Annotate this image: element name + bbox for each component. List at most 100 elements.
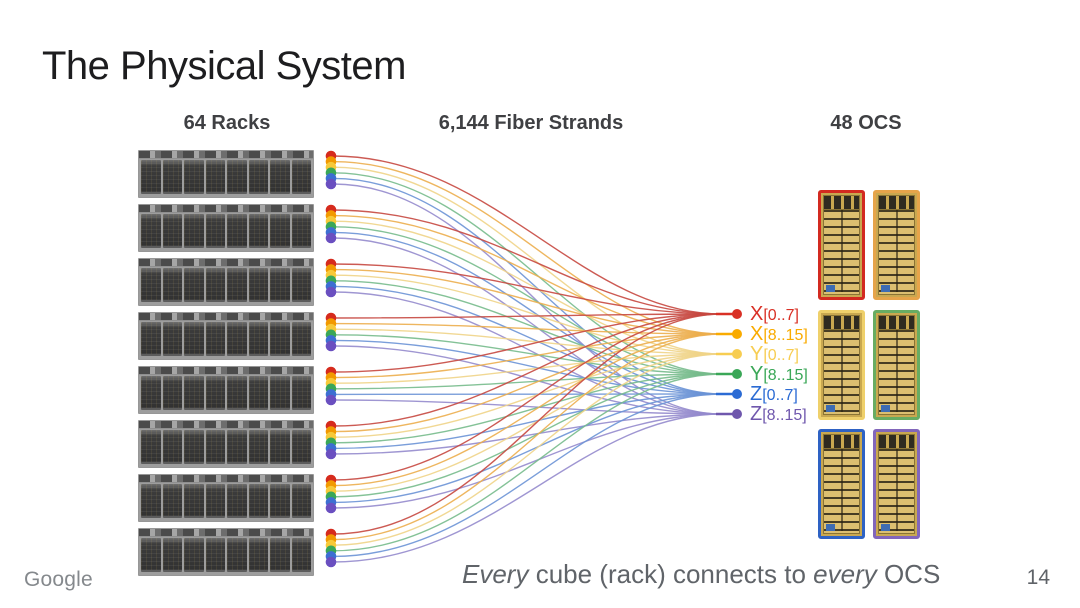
fiber-strand [332,322,737,335]
ocs-photo-chip [826,524,835,531]
rack-unit [291,538,311,572]
fiber-group-label: X[0..7] [750,304,799,324]
group-axis: Y [750,363,764,385]
rack-strand-dot [325,269,337,281]
rack-top-rail [139,313,313,321]
rack-unit [248,214,268,248]
rack-strand-dot [325,366,337,378]
rack-row [138,366,314,414]
ocs-photo [878,315,915,415]
fiber-strand [332,393,737,558]
rack-unit [205,430,225,464]
fiber-strand [332,373,737,444]
group-axis: Z [750,403,763,425]
fiber-strand [332,353,737,492]
rack-unit [205,376,225,410]
rack-unit [291,376,311,410]
group-axis: Y [750,343,764,365]
page-number: 14 [1026,566,1050,589]
rack-top-rail [139,529,313,537]
fiber-strand [332,333,737,487]
rack-unit [162,430,182,464]
rack-strand-dot [325,173,337,184]
fiber-strand [332,313,737,535]
rack-unit [248,376,268,410]
rack-unit [291,322,311,356]
fiber-strand [332,345,737,415]
fiber-strand [332,209,737,315]
fiber-strand [332,231,737,395]
rack-unit [270,322,290,356]
rack-strand-dot [325,156,337,167]
fiber-group-dot [732,329,742,339]
rack-units [139,267,313,305]
ocs-photo [823,315,860,415]
rack-unit [184,376,204,410]
rack-unit [205,214,225,248]
rack-strand-dot [325,312,337,324]
caption-part: every [813,559,877,589]
ocs-photo-header [879,196,914,210]
rack-row [138,150,314,198]
fiber-strand [332,333,737,379]
rack-unit [227,484,247,518]
rack-row [138,528,314,576]
ocs-unit [818,429,865,539]
rack-strand-dot [325,534,337,545]
rack-strand-dot [325,497,337,508]
rack-strand-dot [325,340,337,352]
rack-strand-dot [325,204,337,216]
rack-unit [162,214,182,248]
fiber-group-dot [732,409,742,419]
rack-unit [162,538,182,572]
fiber-strand [332,166,737,355]
fiber-strand [332,334,737,375]
fiber-strand [332,333,737,433]
rack-strand-dot [325,281,337,292]
rack-unit [141,214,161,248]
group-range: [0..7] [763,307,799,324]
rack-unit [184,214,204,248]
rack-unit [184,268,204,302]
rack-unit [141,430,161,464]
rack-strand-dot [325,372,337,383]
ocs-photo-chip [826,405,835,412]
ocs-photo [823,434,860,534]
fiber-strand [332,413,737,509]
fiber-strand [332,373,737,390]
rack-unit [248,484,268,518]
ocs-unit [873,429,920,539]
rack-unit [205,538,225,572]
ocs-unit [818,310,865,420]
rack-unit [141,322,161,356]
ocs-photo [878,195,915,295]
rack-unit [205,322,225,356]
rack-unit [227,268,247,302]
rack-strand-dot [325,232,337,244]
fiber-strand [332,413,737,563]
ocs-photo-chip [881,524,890,531]
rack-row [138,258,314,306]
rack-top-rail [139,259,313,267]
fiber-strand [332,183,737,415]
rack-row [138,420,314,468]
fiber-strand [332,393,737,504]
group-axis: Z [750,383,763,405]
rack-unit [141,160,161,194]
rack-strand-dot [325,167,337,179]
fiber-strand [332,226,737,375]
rack-unit [291,268,311,302]
fiber-strand [332,268,737,335]
rack-top-rail [139,205,313,213]
rack-strand-dot [325,329,337,341]
rack-unit [227,538,247,572]
fiber-group-dot [732,309,742,319]
fiber-group-label: Z[0..7] [750,384,798,404]
rack-unit [184,538,204,572]
rack-strand-dot [325,556,337,568]
rack-strand-dot [325,545,337,557]
rack-top-rail [139,421,313,429]
caption: Every cube (rack) connects to every OCS [462,559,940,590]
rack-top-rail [139,367,313,375]
rack-unit [291,430,311,464]
